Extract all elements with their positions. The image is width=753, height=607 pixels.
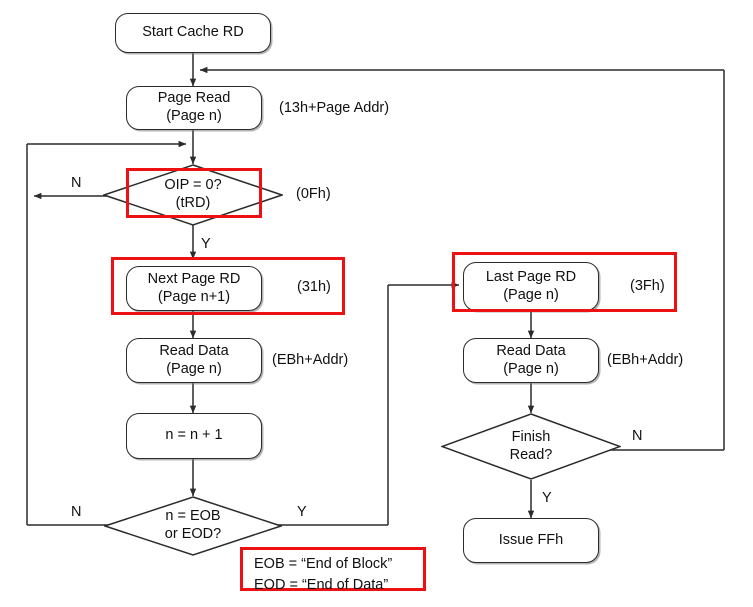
legend-line-eod: EOD = “End of Data” [254,576,389,593]
oip-check-diamond: OIP = 0? (tRD) [103,164,283,226]
opcode-page-read: (13h+Page Addr) [279,100,390,116]
read-data-right-label-2: (Page n) [503,360,559,377]
read-data-left-label-1: Read Data [159,342,229,359]
oip-check-label-2: (tRD) [175,195,211,211]
next-page-rd-label-2: (Page n+1) [157,288,231,305]
eob-eod-check-diamond: n = EOB or EOD? [104,496,282,556]
read-data-left-label-2: (Page n) [166,360,222,377]
last-page-rd-label-1: Last Page RD [485,268,577,285]
last-page-rd-label-2: (Page n) [503,286,559,303]
branch-label-oip-yes: Y [201,236,211,252]
page-read-label-1: Page Read [157,90,231,107]
last-page-rd-node: Last Page RD (Page n) [463,262,599,311]
eob-eod-check-label-1: n = EOB [165,508,221,525]
branch-label-finish-yes: Y [542,490,552,506]
branch-label-finish-no: N [632,428,643,444]
increment-n-label: n = n + 1 [165,427,223,444]
increment-n-node: n = n + 1 [126,413,262,459]
issue-ffh-label: Issue FFh [498,531,564,548]
finish-read-check-diamond: Finish Read? [441,413,621,480]
opcode-read-data-left: (EBh+Addr) [272,352,349,368]
legend-line-eob: EOB = “End of Block” [254,556,393,572]
page-read-label-2: (Page n) [166,108,222,124]
read-data-right-node: Read Data (Page n) [463,338,599,383]
finish-read-check-label-2: Read? [509,446,553,463]
branch-label-eob-yes: Y [297,504,307,520]
opcode-oip-check: (0Fh) [296,186,331,202]
issue-ffh-node: Issue FFh [463,518,599,563]
legend-box: EOB = “End of Block” EOD = “End of Data” [240,547,426,593]
next-page-rd-label-1: Next Page RD [147,270,241,287]
start-cache-rd-label: Start Cache RD [142,24,244,41]
read-data-right-label-1: Read Data [496,342,566,359]
eob-eod-check-label-2: or EOD? [164,526,222,542]
page-read-node: Page Read (Page n) [126,86,262,130]
branch-label-oip-no: N [71,175,82,191]
start-cache-rd-node: Start Cache RD [115,13,271,53]
opcode-read-data-right: (EBh+Addr) [607,352,684,368]
finish-read-check-label-1: Finish [511,428,551,445]
branch-label-eob-no: N [71,504,82,520]
read-data-left-node: Read Data (Page n) [126,338,262,383]
opcode-last-page-rd: (3Fh) [630,278,665,294]
oip-check-label-1: OIP = 0? [164,177,222,194]
next-page-rd-node: Next Page RD (Page n+1) [126,266,262,311]
opcode-next-page-rd: (31h) [297,279,331,295]
